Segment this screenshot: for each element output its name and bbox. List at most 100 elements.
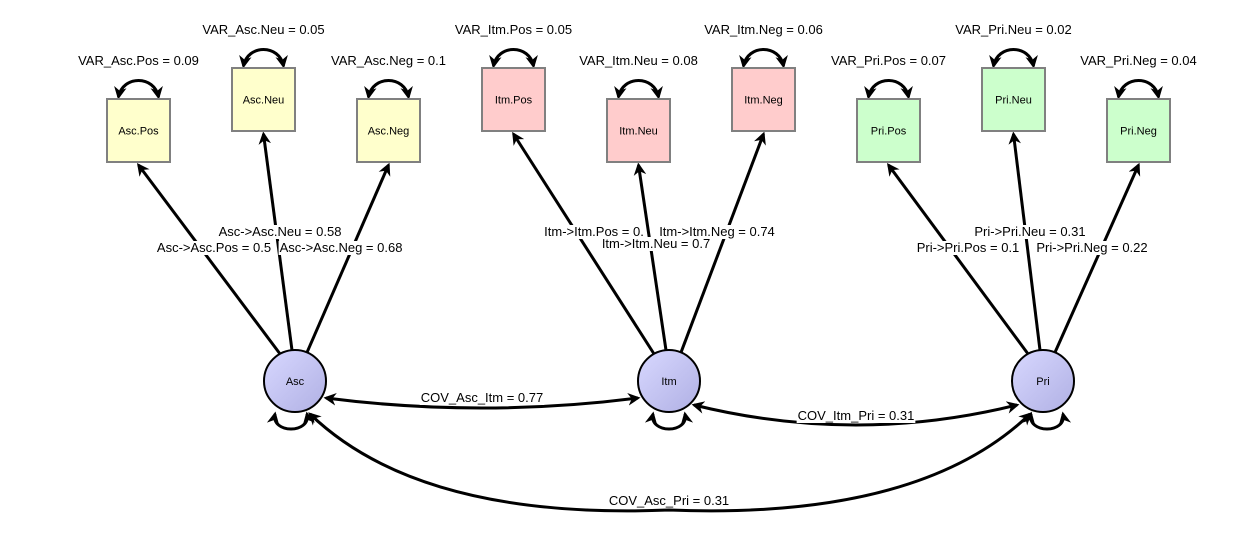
variance-label: VAR_Asc.Pos = 0.09 (78, 53, 199, 68)
loading-label-group: Pri->Pri.Pos = 0.1 (915, 240, 1021, 255)
indicator-box (1106, 98, 1171, 163)
indicator-box (856, 98, 921, 163)
loading-label-bg (658, 225, 776, 239)
indicator-node-itm-pos[interactable]: Itm.Pos (481, 67, 546, 132)
indicator-box (356, 98, 421, 163)
latent-circle (263, 349, 327, 413)
indicator-box (981, 67, 1046, 132)
variance-loop-asc-neu (239, 48, 288, 69)
latent-label: Pri (1036, 376, 1049, 388)
loading-label-group: Asc->Asc.Neg = 0.68 (278, 240, 404, 255)
covariance-label-bg (607, 493, 731, 508)
loading-label-bg (543, 225, 645, 239)
indicator-box (731, 67, 796, 132)
loading-label: Itm->Itm.Neg = 0.74 (659, 224, 775, 239)
loading-arrow-pri-neg (1053, 162, 1141, 354)
indicator-label: Asc.Pos (118, 126, 159, 138)
indicator-node-itm-neg[interactable]: Itm.Neg (731, 67, 796, 132)
loading-label-bg (217, 225, 343, 239)
variance-label: VAR_Itm.Neu = 0.08 (579, 53, 698, 68)
latent-variance-loop-pri (1022, 411, 1072, 431)
latent-variance-loop-itm (644, 411, 694, 431)
loading-arrow-asc-neg (305, 162, 391, 354)
indicator-node-itm-neu[interactable]: Itm.Neu (606, 98, 671, 163)
loading-label-group: Pri->Pri.Neu = 0.31 (973, 224, 1087, 239)
covariance-label: COV_Itm_Pri = 0.31 (798, 408, 915, 423)
indicator-box (606, 98, 671, 163)
loading-label-bg (1035, 241, 1149, 255)
loading-label: Asc->Asc.Neg = 0.68 (280, 240, 403, 255)
indicator-box (231, 67, 296, 132)
latent-circle (1011, 349, 1075, 413)
latent-label: Asc (286, 376, 305, 388)
loading-label-bg (973, 225, 1087, 239)
indicator-label: Itm.Pos (495, 95, 533, 107)
loading-label: Pri->Pri.Pos = 0.1 (917, 240, 1020, 255)
variance-label: VAR_Pri.Neg = 0.04 (1080, 53, 1196, 68)
loading-label-bg (278, 241, 404, 255)
loading-arrow-itm-neu (633, 162, 668, 351)
latent-circle (637, 349, 701, 413)
loading-label-group: Itm->Itm.Pos = 0. (543, 224, 645, 239)
loading-label: Asc->Asc.Pos = 0.5 (157, 240, 271, 255)
indicator-box (106, 98, 171, 163)
loading-arrow-pri-neu (1008, 131, 1042, 351)
loading-label: Pri->Pri.Neu = 0.31 (974, 224, 1085, 239)
loading-label: Itm->Itm.Neu = 0.7 (602, 236, 710, 251)
variance-loop-asc-neg (364, 79, 413, 100)
latent-label: Itm (661, 376, 676, 388)
variance-label: VAR_Pri.Pos = 0.07 (831, 53, 946, 68)
variance-loop-pri-pos (864, 79, 913, 100)
variance-loop-itm-neg (739, 48, 788, 69)
variance-loop-itm-neu (614, 79, 663, 100)
covariance-label: COV_Asc_Pri = 0.31 (609, 493, 729, 508)
indicator-label: Itm.Neg (744, 95, 783, 107)
covariance-label-bg (419, 390, 545, 405)
indicator-node-pri-neu[interactable]: Pri.Neu (981, 67, 1046, 132)
indicator-node-pri-pos[interactable]: Pri.Pos (856, 98, 921, 163)
loading-label: Itm->Itm.Pos = 0. (544, 224, 644, 239)
latent-node-pri[interactable]: Pri (1011, 349, 1075, 413)
indicator-label: Pri.Pos (871, 126, 907, 138)
loading-arrow-asc-neu (258, 131, 294, 351)
loading-label-group: Itm->Itm.Neg = 0.74 (658, 224, 776, 239)
indicator-node-asc-neu[interactable]: Asc.Neu (231, 67, 296, 132)
variance-loop-pri-neu (989, 48, 1038, 69)
loading-label-group: Asc->Asc.Neu = 0.58 (217, 224, 343, 239)
latent-node-itm[interactable]: Itm (637, 349, 701, 413)
variance-label: VAR_Asc.Neu = 0.05 (202, 22, 324, 37)
latent-node-asc[interactable]: Asc (263, 349, 327, 413)
edges-layer (114, 48, 1163, 513)
indicator-label: Pri.Neu (995, 95, 1032, 107)
covariance-arc-asc-itm (323, 393, 641, 410)
indicator-node-asc-pos[interactable]: Asc.Pos (106, 98, 171, 163)
indicator-label: Itm.Neu (619, 126, 658, 138)
indicator-node-pri-neg[interactable]: Pri.Neg (1106, 98, 1171, 163)
loading-label: Asc->Asc.Neu = 0.58 (219, 224, 342, 239)
loading-label-group: Itm->Itm.Neu = 0.7 (600, 236, 712, 251)
loading-arrow-pri-pos (887, 162, 1030, 355)
variance-loop-pri-neg (1114, 79, 1163, 100)
variance-label: VAR_Pri.Neu = 0.02 (955, 22, 1071, 37)
indicator-label: Asc.Neg (368, 126, 410, 138)
variance-label: VAR_Itm.Neg = 0.06 (704, 22, 823, 37)
covariance-label: COV_Asc_Itm = 0.77 (421, 390, 543, 405)
variance-label: VAR_Itm.Pos = 0.05 (455, 22, 572, 37)
variance-loop-asc-pos (114, 79, 163, 100)
loading-arrow-itm-neg (679, 131, 766, 353)
loading-label-bg (915, 241, 1021, 255)
indicator-label: Pri.Neg (1120, 126, 1157, 138)
indicator-box (481, 67, 546, 132)
loading-label-group: Pri->Pri.Neg = 0.22 (1035, 240, 1149, 255)
variance-loop-itm-pos (489, 48, 538, 69)
variance-label: VAR_Asc.Neg = 0.1 (331, 53, 446, 68)
covariance-arc-asc-pri (308, 412, 1032, 513)
indicator-node-asc-neg[interactable]: Asc.Neg (356, 98, 421, 163)
covariance-label-bg (796, 408, 916, 423)
latent-variance-loop-asc (266, 411, 316, 431)
loading-label: Pri->Pri.Neg = 0.22 (1036, 240, 1147, 255)
loading-label-bg (155, 241, 273, 255)
